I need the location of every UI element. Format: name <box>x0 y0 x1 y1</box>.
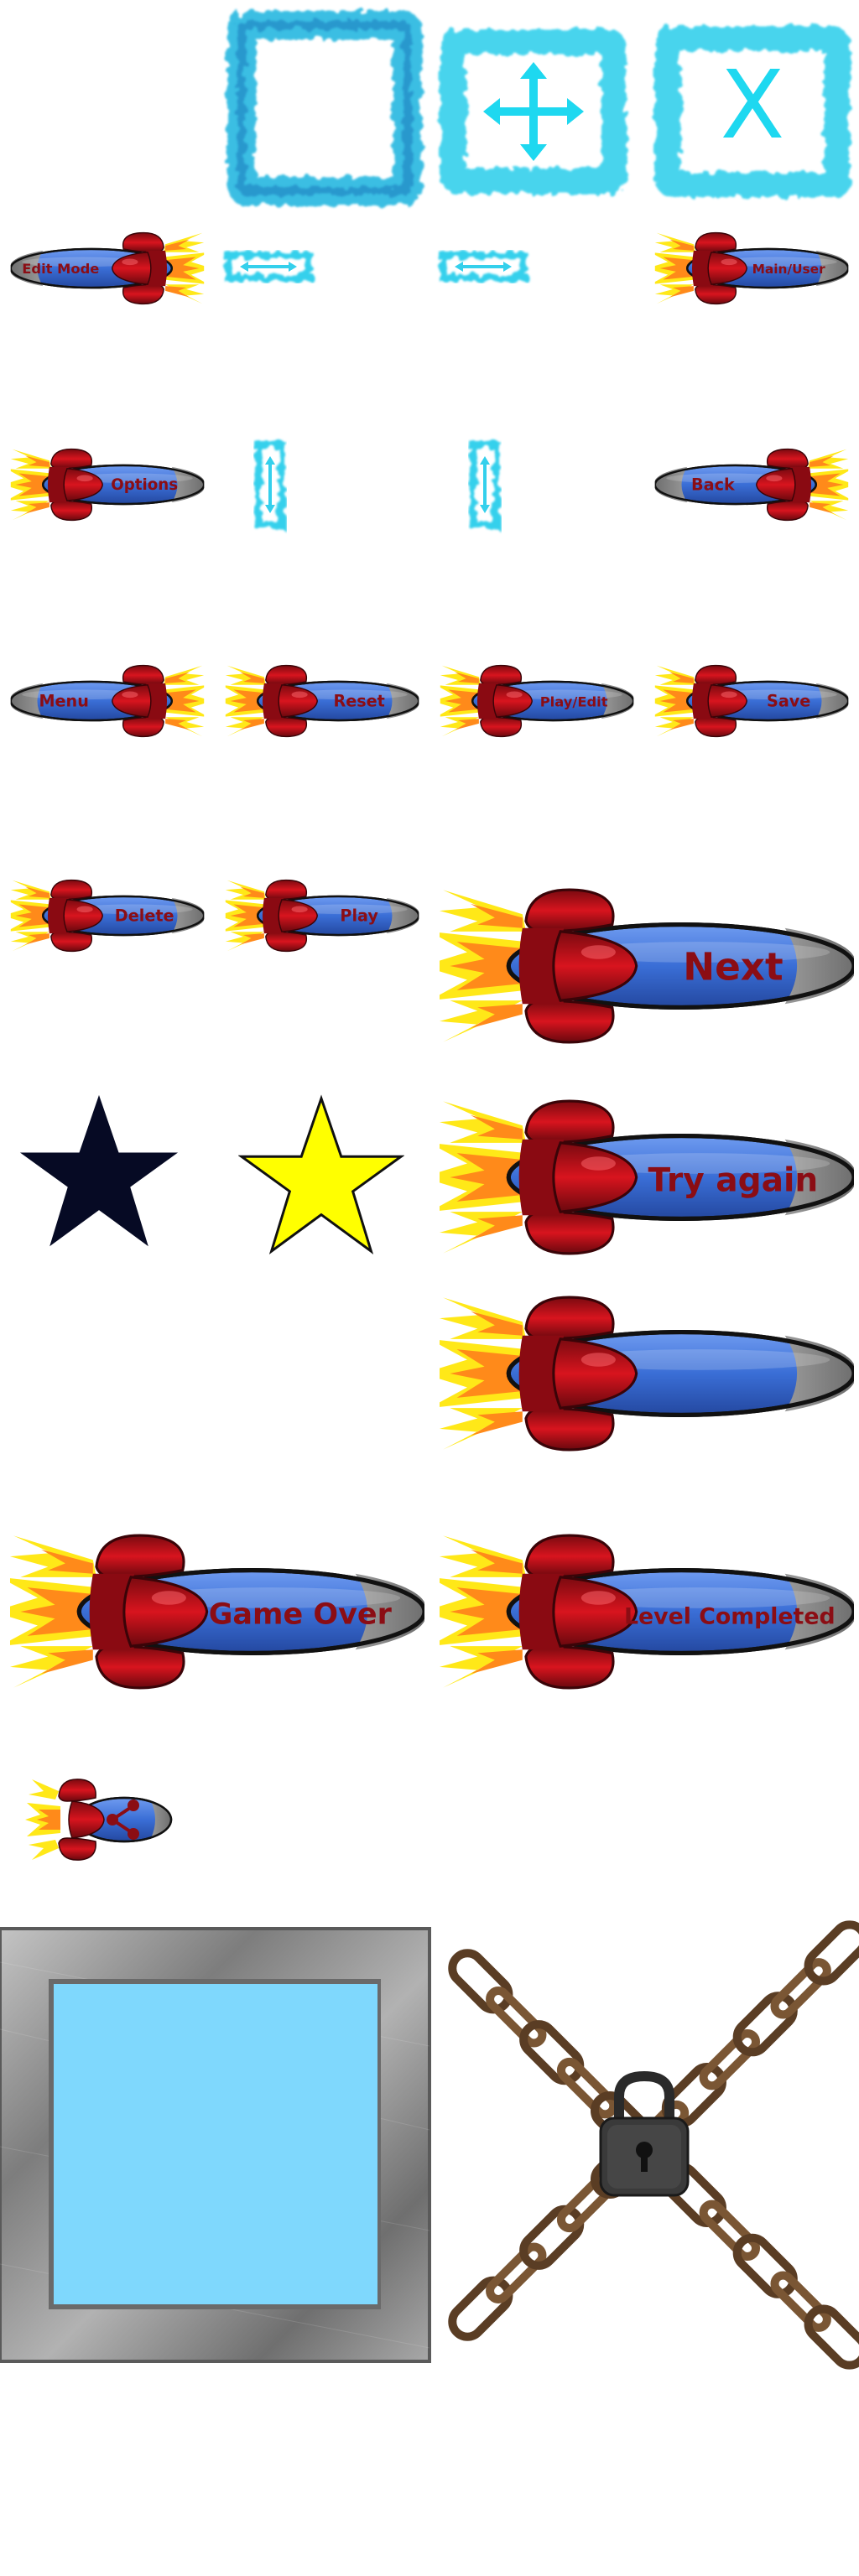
star-yellow-icon <box>237 1093 406 1259</box>
horizontal-resize-bar-2[interactable] <box>440 252 527 282</box>
empty-frame <box>227 11 422 205</box>
padlock-icon <box>599 2070 690 2197</box>
reset-label: Reset <box>333 692 384 711</box>
vertical-resize-bar-2[interactable] <box>470 441 500 528</box>
move-frame[interactable] <box>435 23 633 200</box>
menu-button[interactable]: Menu <box>10 661 205 741</box>
delete-button[interactable]: Delete <box>10 875 205 956</box>
vertical-arrows-icon <box>265 456 275 513</box>
menu-label: Menu <box>39 692 88 711</box>
blank-rocket-button[interactable] <box>440 1286 854 1461</box>
next-label: Next <box>683 944 783 989</box>
main-user-label: Main/User <box>752 262 825 277</box>
back-button[interactable]: Back <box>654 444 849 525</box>
play-button[interactable]: Play <box>225 875 419 956</box>
save-button[interactable]: Save <box>654 661 849 741</box>
star-dark-icon <box>15 1090 183 1254</box>
reset-button[interactable]: Reset <box>225 661 419 741</box>
play-label: Play <box>340 906 378 926</box>
save-label: Save <box>767 692 810 711</box>
edit-mode-button[interactable]: Edit Mode <box>10 228 205 309</box>
game-over-label: Game Over <box>209 1597 393 1631</box>
horizontal-arrows-icon <box>455 262 512 272</box>
vertical-resize-bar[interactable] <box>255 441 285 528</box>
horizontal-arrows-icon <box>240 262 297 272</box>
close-frame[interactable]: X <box>649 20 856 203</box>
options-label: Options <box>111 476 178 494</box>
horizontal-resize-bar[interactable] <box>225 252 312 282</box>
try-again-button[interactable]: Try again <box>440 1090 854 1265</box>
metal-panel <box>0 1927 431 2363</box>
main-user-button[interactable]: Main/User <box>654 228 849 309</box>
options-button[interactable]: Options <box>10 444 205 525</box>
play-edit-button[interactable]: Play/Edit <box>440 661 634 741</box>
edit-mode-label: Edit Mode <box>22 261 99 277</box>
try-again-label: Try again <box>648 1161 819 1199</box>
move-arrows-icon <box>483 62 584 161</box>
back-label: Back <box>691 475 736 495</box>
level-completed-button[interactable]: Level Completed <box>440 1524 854 1699</box>
vertical-arrows-icon <box>480 456 490 513</box>
play-edit-label: Play/Edit <box>540 694 608 710</box>
locked-chains <box>448 1920 859 2370</box>
share-icon <box>107 1800 139 1840</box>
blue-panel-area <box>54 1984 377 2304</box>
delete-label: Delete <box>115 906 174 926</box>
next-button[interactable]: Next <box>440 879 854 1053</box>
level-completed-label: Level Completed <box>624 1603 836 1629</box>
share-button[interactable] <box>25 1766 173 1873</box>
close-glyph: X <box>721 51 785 160</box>
game-over-button[interactable]: Game Over <box>10 1524 424 1699</box>
